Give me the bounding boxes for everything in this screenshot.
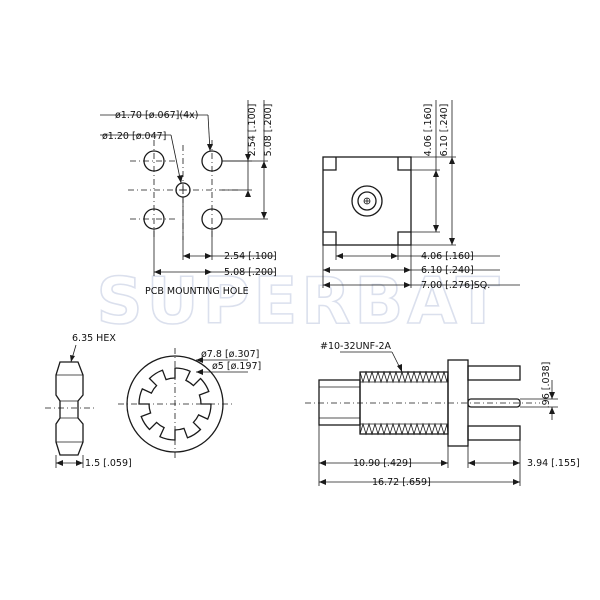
- lock-washer-view: ø7.8 [ø.307] ø5 [ø.197]: [118, 348, 261, 460]
- nut-hex-label: 6.35 HEX: [72, 333, 116, 344]
- side-view-pin-bottom: [467, 425, 521, 441]
- pcb-title: PCB MOUNTING HOLE: [145, 286, 249, 297]
- pcb-hole-large-label: ø1.70 [ø.067](4x): [115, 110, 198, 121]
- washer-outer-label: ø7.8 [ø.307]: [201, 349, 259, 360]
- watermark: SUPERBAT: [97, 265, 504, 339]
- side-view-center-pin: [467, 398, 521, 408]
- length-1672-label: 16.72 [.659]: [372, 477, 431, 488]
- pcb-vertical-254-label: 2.54 [.100]: [247, 104, 258, 157]
- top-view-horizontal-406-label: 4.06 [.160]: [421, 251, 474, 262]
- top-view-horizontal-610-label: 6.10 [.240]: [421, 265, 474, 276]
- pin-diameter-label: .96 [.038]: [541, 362, 552, 409]
- top-view-vertical-610-label: 6.10 [.240]: [439, 104, 450, 157]
- hex-nut-side-view: 6.35 HEX 1.5 [.059]: [45, 333, 132, 469]
- pcb-horizontal-508-label: 5.08 [.200]: [224, 267, 277, 278]
- pcb-hole-small-label: ø1.20 [ø.047]: [102, 131, 166, 142]
- pcb-horizontal-254-label: 2.54 [.100]: [224, 251, 277, 262]
- length-394-label: 3.94 [.155]: [527, 458, 580, 469]
- pcb-mounting-hole-view: ø1.70 [ø.067](4x) ø1.20 [ø.047] 2.54 [.1…: [100, 100, 277, 297]
- washer-inner-label: ø5 [ø.197]: [212, 361, 261, 372]
- thread-label: #10-32UNF-2A: [320, 341, 392, 352]
- top-view: 4.06 [.160] 6.10 [.240] 4.06 [.160] 6.10…: [322, 100, 520, 291]
- top-view-outer-circle: [351, 185, 383, 217]
- nut-thickness-label: 1.5 [.059]: [85, 458, 132, 469]
- top-view-horizontal-700-label: 7.00 [.276]SQ.: [421, 280, 490, 291]
- pcb-vertical-508-label: 5.08 [.200]: [263, 104, 274, 157]
- length-1090-label: 10.90 [.429]: [353, 458, 412, 469]
- top-view-vertical-406-label: 4.06 [.160]: [423, 104, 434, 157]
- connector-side-view: #10-32UNF-2A .96 [.038] 10.90 [.429] 3.9…: [305, 341, 580, 488]
- top-view-inner-circle: [357, 191, 377, 211]
- top-view-body: [322, 156, 412, 246]
- side-view-pin-top: [467, 365, 521, 381]
